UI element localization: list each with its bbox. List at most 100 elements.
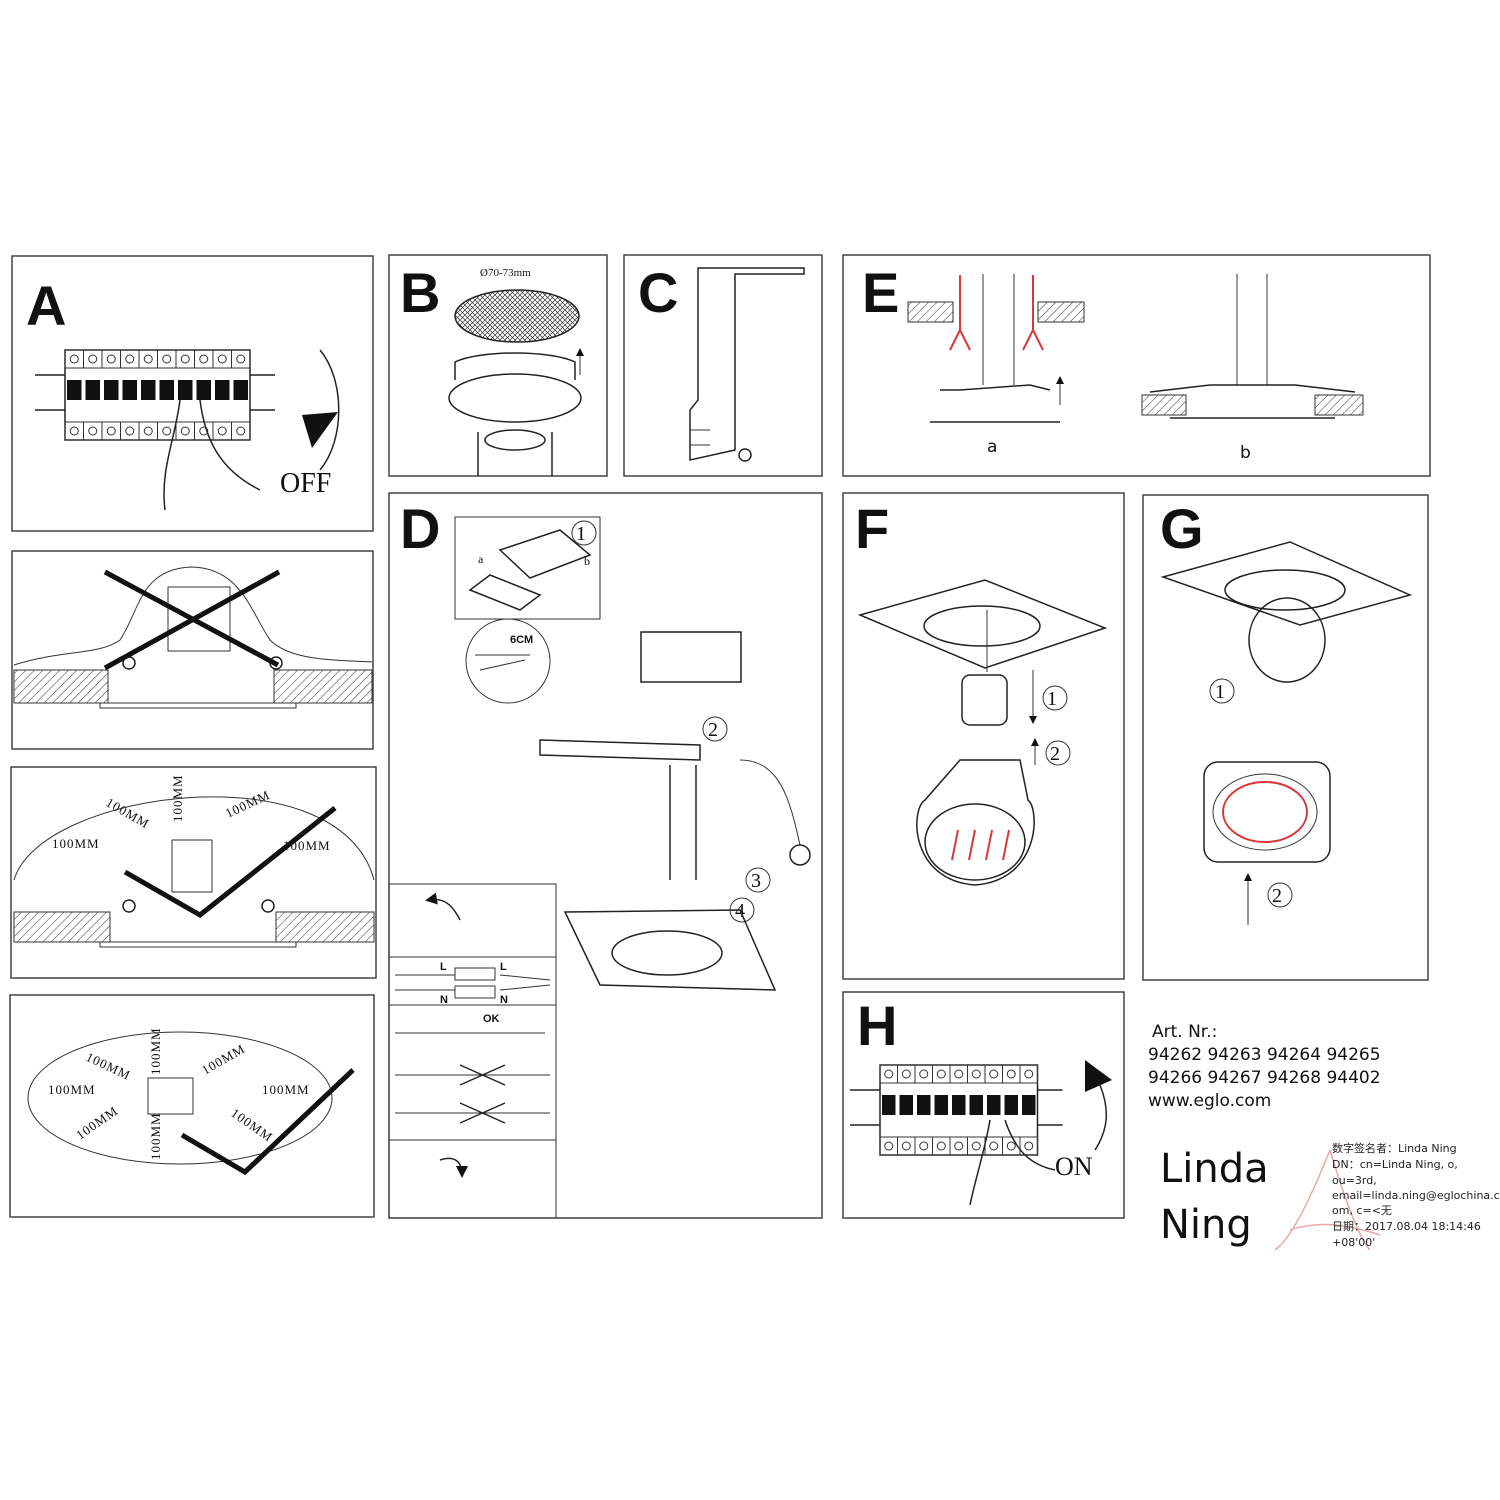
- screw-icon: [69, 426, 79, 436]
- step-3: 3: [751, 870, 761, 892]
- breaker-switch: [987, 1095, 1001, 1115]
- screw-icon: [88, 354, 98, 364]
- arrow-head-icon: [302, 412, 338, 448]
- breaker-switch: [1004, 1095, 1018, 1115]
- breaker-terminal: [967, 1064, 986, 1084]
- check-mark-icon: [123, 806, 337, 919]
- step-1: 1: [1047, 688, 1057, 710]
- panel-letter: B: [400, 261, 440, 324]
- panel-insulation-forbidden: [11, 550, 374, 750]
- signer-last-name: Ning: [1160, 1202, 1252, 1248]
- screw-icon: [919, 1069, 929, 1079]
- panel-h-switch-on: H ON: [842, 991, 1125, 1219]
- rotate-arrow-icon: [319, 349, 340, 471]
- screw-icon: [143, 354, 153, 364]
- caption-a: a: [987, 437, 997, 457]
- breaker-switch: [85, 380, 100, 400]
- screw-icon: [199, 426, 209, 436]
- diameter-label: Ø70-73mm: [480, 267, 531, 279]
- signature-line: +08'00': [1332, 1236, 1375, 1249]
- signature-line: om, c=<无: [1332, 1204, 1392, 1217]
- clearance-label: 100MM: [48, 1082, 96, 1097]
- neutral-label: N: [500, 994, 508, 1006]
- breaker-terminal: [83, 349, 103, 369]
- panel-letter: E: [862, 261, 899, 324]
- screw-icon: [162, 426, 172, 436]
- signature-line: email=linda.ning@eglochina.c: [1332, 1189, 1500, 1202]
- ok-label: OK: [483, 1013, 500, 1025]
- screw-icon: [989, 1141, 999, 1151]
- screw-icon: [1006, 1141, 1016, 1151]
- breaker-box-icon: [35, 349, 275, 441]
- off-label: OFF: [280, 468, 331, 499]
- screw-icon: [989, 1069, 999, 1079]
- breaker-terminal: [194, 421, 214, 441]
- breaker-switch: [178, 380, 193, 400]
- digital-signature: Linda Ning 数字签名者：Linda Ning DN：cn=Linda …: [1160, 1141, 1500, 1251]
- breaker-switch: [899, 1095, 913, 1115]
- breaker-switch: [882, 1095, 896, 1115]
- clearance-label: 100MM: [148, 1112, 163, 1160]
- clearance-label: 100MM: [104, 795, 153, 832]
- panel-c-bracket: C: [623, 254, 823, 477]
- breaker-terminal: [949, 1064, 968, 1084]
- screw-icon: [1006, 1069, 1016, 1079]
- panel-letter: A: [26, 274, 66, 337]
- screw-icon: [217, 426, 227, 436]
- screw-icon: [125, 426, 135, 436]
- screw-icon: [180, 426, 190, 436]
- screw-icon: [199, 354, 209, 364]
- screw-icon: [125, 354, 135, 364]
- breaker-terminal: [83, 421, 103, 441]
- breaker-terminal: [175, 421, 195, 441]
- breaker-terminal: [231, 421, 251, 441]
- screw-icon: [954, 1069, 964, 1079]
- breaker-terminal: [64, 421, 84, 441]
- arrow-head-icon: [1085, 1060, 1112, 1092]
- clearance-label: 100MM: [84, 1049, 134, 1083]
- screw-icon: [738, 448, 752, 462]
- clearance-label: 100MM: [223, 787, 273, 821]
- panel-letter: G: [1160, 497, 1204, 560]
- breaker-terminal: [120, 349, 140, 369]
- breaker-switch: [1022, 1095, 1036, 1115]
- screw-icon: [884, 1141, 894, 1151]
- screw-icon: [236, 354, 246, 364]
- breaker-terminal: [984, 1136, 1003, 1156]
- breaker-terminal: [914, 1136, 933, 1156]
- clearance-label: 100MM: [148, 1027, 163, 1075]
- panel-f-lamp: F 1 2: [842, 492, 1125, 980]
- breaker-terminal: [1019, 1136, 1038, 1156]
- breaker-terminal: [101, 421, 121, 441]
- breaker-switch: [215, 380, 230, 400]
- breaker-box-icon: [850, 1064, 1063, 1156]
- art-label: Art. Nr.:: [1152, 1022, 1217, 1042]
- breaker-terminal: [932, 1064, 951, 1084]
- breaker-terminal: [897, 1064, 916, 1084]
- screw-icon: [106, 426, 116, 436]
- breaker-terminal: [194, 349, 214, 369]
- screw-icon: [936, 1141, 946, 1151]
- ceiling-cutout: [454, 289, 580, 343]
- screw-icon: [971, 1069, 981, 1079]
- cross-mark-icon: [103, 569, 281, 671]
- screw-icon: [1024, 1069, 1034, 1079]
- panel-b-cutout: B Ø70-73mm: [388, 254, 608, 477]
- signature-line: 日期：2017.08.04 18:14:46: [1332, 1220, 1481, 1233]
- screw-icon: [954, 1141, 964, 1151]
- website-link[interactable]: www.eglo.com: [1148, 1091, 1271, 1111]
- breaker-terminal: [212, 349, 232, 369]
- breaker-terminal: [231, 349, 251, 369]
- signature-line: DN：cn=Linda Ning, o,: [1332, 1158, 1458, 1171]
- screw-icon: [884, 1069, 894, 1079]
- screw-icon: [88, 426, 98, 436]
- sub-label-a: a: [478, 552, 484, 566]
- connector-detail-box: [388, 883, 557, 1219]
- clearance-label: 100MM: [199, 1041, 248, 1078]
- breaker-switch: [969, 1095, 983, 1115]
- screw-icon: [143, 426, 153, 436]
- signature-line: ou=3rd,: [1332, 1174, 1377, 1187]
- clearance-label: 100MM: [228, 1105, 276, 1145]
- panel-e-springs: E a b: [842, 254, 1431, 477]
- screw-icon: [1024, 1141, 1034, 1151]
